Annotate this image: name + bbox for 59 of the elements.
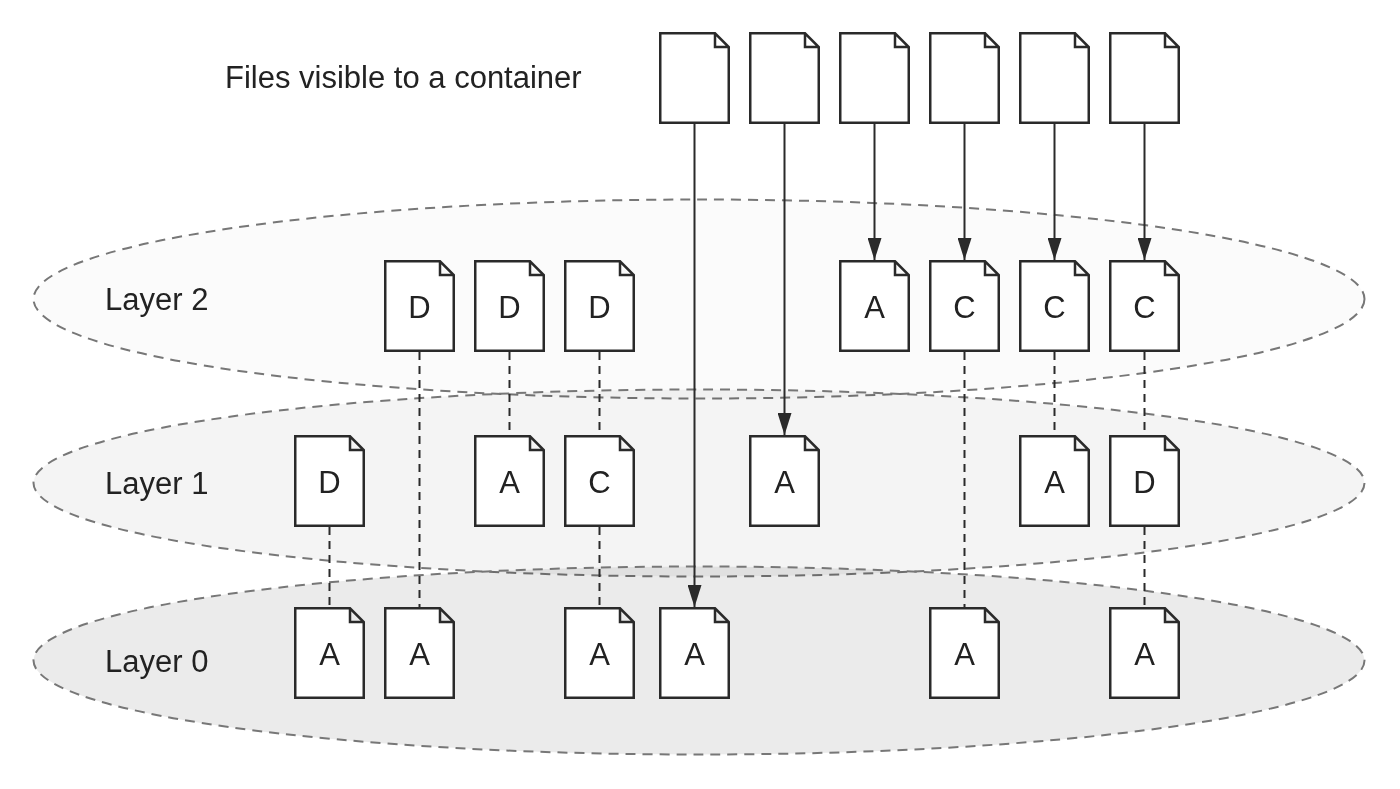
file-document <box>1109 435 1180 527</box>
file-letter: C <box>953 291 976 323</box>
file-letter: A <box>1134 638 1155 670</box>
file-document <box>474 260 545 352</box>
file-document <box>564 607 635 699</box>
connector-line <box>598 526 601 608</box>
arrow <box>777 123 792 436</box>
arrow <box>1137 123 1152 261</box>
file-document <box>294 435 365 527</box>
file-letter: D <box>1133 466 1156 498</box>
file-document <box>1109 32 1180 124</box>
file-document <box>1019 260 1090 352</box>
layer-label: Layer 2 <box>105 283 209 315</box>
connector-line <box>963 351 966 608</box>
file-document <box>659 32 730 124</box>
arrow <box>867 123 882 261</box>
file-document <box>659 607 730 699</box>
file-letter: A <box>774 466 795 498</box>
file-letter: C <box>588 466 611 498</box>
connector-line <box>1143 526 1146 608</box>
file-letter: A <box>684 638 705 670</box>
connector-line <box>328 526 331 608</box>
file-document <box>839 260 910 352</box>
heading-text: Files visible to a container <box>225 59 582 97</box>
layer-label: Layer 1 <box>105 467 209 499</box>
file-letter: D <box>408 291 431 323</box>
file-document <box>929 607 1000 699</box>
file-document <box>1019 32 1090 124</box>
file-letter: A <box>864 291 885 323</box>
file-document <box>839 32 910 124</box>
layer-ellipse <box>32 565 1366 756</box>
file-letter: D <box>588 291 611 323</box>
file-document <box>564 260 635 352</box>
file-document <box>384 607 455 699</box>
file-document <box>1109 260 1180 352</box>
file-letter: D <box>318 466 341 498</box>
file-document <box>749 435 820 527</box>
file-document <box>384 260 455 352</box>
file-letter: A <box>409 638 430 670</box>
file-document <box>1019 435 1090 527</box>
arrow <box>1047 123 1062 261</box>
file-letter: A <box>1044 466 1065 498</box>
file-letter: A <box>319 638 340 670</box>
file-letter: C <box>1043 291 1066 323</box>
file-letter: C <box>1133 291 1156 323</box>
file-document <box>929 260 1000 352</box>
file-letter: A <box>954 638 975 670</box>
file-document <box>1109 607 1180 699</box>
arrow <box>687 123 702 608</box>
file-document <box>749 32 820 124</box>
file-document <box>474 435 545 527</box>
file-letter: A <box>589 638 610 670</box>
file-letter: D <box>498 291 521 323</box>
file-document <box>564 435 635 527</box>
file-document <box>929 32 1000 124</box>
connector-line <box>418 351 421 608</box>
arrow <box>957 123 972 261</box>
file-document <box>294 607 365 699</box>
file-letter: A <box>499 466 520 498</box>
